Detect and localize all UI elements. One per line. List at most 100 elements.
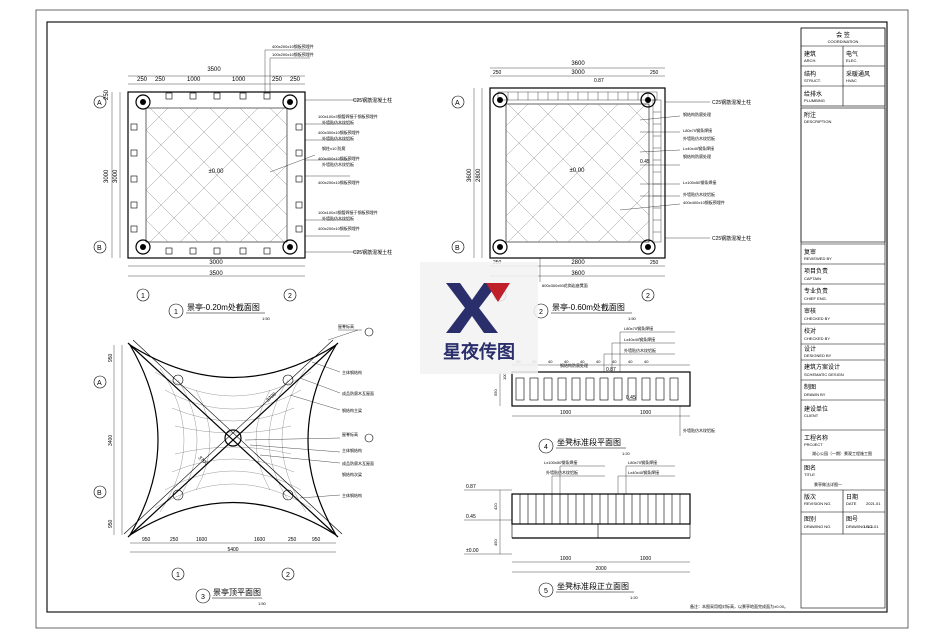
v1-note-6: 外墙贴仿木纹铝板 (322, 135, 354, 141)
v3-left-dim-c: 950 (108, 519, 114, 528)
v1-note-5: 400x300x10钢板预埋件 (318, 129, 360, 135)
watermark-logo (446, 283, 510, 333)
view-2-section-plan: 3600 3000 250 250 0.87 ±0.00 3600 2800 2… (451, 61, 751, 321)
v2-outer-slab (489, 87, 666, 259)
v5-bench-body (511, 493, 691, 525)
v1-column-a2 (282, 94, 298, 110)
v4-slat-dim-5: 40 (596, 359, 601, 364)
v1-axis-b-bubble (93, 240, 107, 254)
tb-row-hvac-en: HVAC (846, 78, 857, 83)
tb-client-en: CLIENT (804, 413, 819, 418)
v5-level-ground: ±0.00 (466, 548, 479, 554)
v4-slat-dim-2: 40 (548, 359, 553, 364)
v1-axis-1-bubble (136, 288, 150, 302)
tb-sign-3: 审核 (804, 307, 816, 315)
v1-note-11: 100x100x3钢管焊接于钢板预埋件 (318, 209, 378, 215)
v5-left-dim-a: 420 (493, 503, 498, 510)
tb-row-hvac: 采暖通风 (846, 70, 870, 78)
v4-scale: 1:20 (622, 451, 631, 456)
v4-bottom-dim-a: 1000 (560, 410, 571, 416)
v3-dim-a: 950 (142, 537, 151, 543)
v4-title-bubble (538, 438, 554, 454)
tb-sign-0: 复审 (804, 248, 816, 256)
v1-title-num: 1 (174, 309, 178, 316)
v3-center-joint (224, 429, 242, 447)
v3-note-2: 成品防腐木瓦屋面 (342, 390, 374, 396)
v1-note-1: 100x200x10钢板预埋件 (272, 51, 314, 57)
v3-note-7: 钢结构次梁 (342, 471, 362, 477)
tb-drawing-en: TITLE (804, 472, 815, 477)
v4-title: 坐凳标准段平面图 (557, 437, 621, 447)
v1-dim-b: 250 (155, 77, 166, 83)
tb-sign-2: 专业负责 (804, 287, 828, 295)
v3-ridge-2 (127, 342, 339, 538)
tb-sheet-no-value: LD-2-01 (864, 524, 879, 529)
v1-note-10: 400x200x10钢板预埋件 (318, 179, 360, 185)
v4-slat-dim-8: 40 (644, 359, 649, 364)
v2-bottom-total: 3600 (571, 271, 585, 277)
tb-sign-4-en: CHECKED BY (804, 336, 830, 341)
v5-title-bubble (538, 582, 554, 598)
v2-column-a2 (640, 92, 656, 108)
tb-sign-5: 设计 (804, 345, 816, 353)
v1-inner-floor (145, 107, 288, 243)
tb-sign-6: 建筑方案设计 (804, 363, 840, 371)
tb-version-en: REVISION NO. (804, 501, 831, 506)
v2-top-dim: 3600 (571, 61, 585, 67)
v4-level-b: 0.45 (626, 395, 636, 401)
v2-sub-b: 250 (650, 70, 659, 76)
tb-remark: 附注 (804, 111, 816, 119)
tb-sign-7-en: DRAWN BY (804, 392, 826, 397)
v3-title: 景亭顶平面图 (213, 587, 261, 597)
v1-axis-a-bubble (93, 95, 107, 109)
v3-scale: 1:50 (258, 601, 267, 606)
v2-note-9: 400x400x10钢板预埋件 (683, 199, 725, 205)
v2-sub-a: 250 (493, 70, 502, 76)
v1-left-dim-b: 3000 (104, 169, 110, 183)
v3-note-3: 钢结构主梁 (342, 407, 362, 413)
tb-sign-2-en: CHIEF ENG. (804, 296, 827, 301)
tb-row-arch-en: ARCH. (804, 58, 816, 63)
v4-slat-dim-7: 40 (628, 359, 633, 364)
v1-dim-e: 1000 (232, 77, 246, 83)
v2-note-0: C25钢筋混凝土柱 (712, 99, 751, 106)
v1-note-12: 外墙贴仿木纹铝板 (322, 215, 354, 221)
v1-title: 景亭-0.20m处截面图 (187, 302, 260, 312)
tb-row-struct-en: STRUCT. (804, 78, 821, 83)
v1-dim-c: 1000 (187, 77, 201, 83)
tb-sheet-no: 图号 (846, 516, 858, 523)
v2-scale: 1:50 (628, 316, 637, 321)
view-4-bench-plan: 40 40 40 40 40 40 40 40 40 0.87 0.45 550… (493, 325, 715, 456)
v4-title-num: 4 (544, 444, 548, 451)
v4-slat-dim-4: 40 (580, 359, 585, 364)
v4-note-3: 钢结构防腐处理 (560, 362, 588, 368)
v1-left-dim-a: 250 (104, 89, 110, 100)
tb-row-struct: 结构 (804, 70, 816, 78)
v4-slat-dim-6: 40 (612, 359, 617, 364)
v4-note-2: 外墙贴仿木纹铝板 (624, 347, 656, 353)
v2-column-b1 (492, 239, 508, 255)
v5-title: 坐凳标准段正立面图 (557, 581, 629, 591)
tb-remark-en: DESCRIPTION (804, 119, 831, 124)
view-5-bench-elevation: 0.87 0.45 ±0.00 420 450 1000 1000 2000 L… (464, 459, 691, 600)
v3-axis-1-bubble (171, 567, 185, 581)
v3-note-1: 主体钢结构 (342, 369, 362, 375)
v2-left-dim-b: 2800 (476, 168, 482, 182)
tb-row-plumb: 给排水 (804, 90, 822, 98)
tb-sign-5-en: DESIGNED BY (804, 353, 832, 358)
v5-note-3: Lx40x40钢条焊接 (628, 469, 659, 475)
v4-bench-outline (511, 371, 691, 407)
v5-note-0: Lx100x50钢条焊接 (544, 459, 577, 465)
v1-note-13: 400x200x10钢板预埋件 (318, 225, 360, 231)
v2-note-8: 外墙贴仿木纹铝板 (683, 191, 715, 197)
v2-note-6: 0.45 (640, 159, 650, 165)
v1-column-a1 (135, 94, 151, 110)
countersign-en: COORDINATION (828, 39, 859, 44)
v2-note-5: 钢结构防腐处理 (683, 153, 711, 159)
v3-axis-2: 2 (286, 572, 290, 579)
paper-border-inner (46, 21, 888, 613)
v2-note-7: Lx100x50钢条焊接 (683, 179, 716, 185)
v2-axis-a: A (455, 100, 460, 107)
tb-sign-7: 制图 (804, 383, 816, 391)
v2-note-10: C25钢筋混凝土柱 (712, 235, 751, 242)
